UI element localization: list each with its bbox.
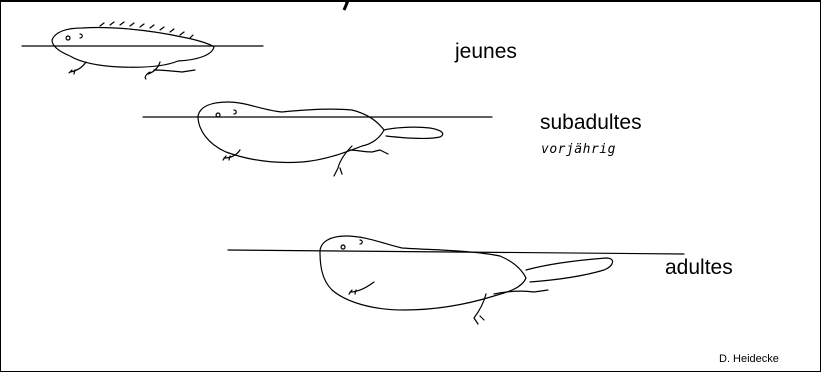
label-juvenile: jeunes — [455, 40, 517, 63]
subadult-front-leg — [222, 149, 241, 161]
juvenile-ear — [79, 33, 83, 39]
juvenile-fur-texture — [99, 21, 194, 39]
juvenile-hind-leg — [144, 61, 196, 80]
subadult-beaver-figure — [142, 101, 493, 177]
label-subadult: subadultes — [540, 111, 642, 134]
title-strip-cropped — [0, 0, 821, 17]
cropped-title-glyph — [342, 0, 350, 11]
juvenile-body — [51, 26, 215, 68]
adult-body — [319, 235, 527, 311]
adult-tail — [525, 257, 614, 283]
adult-hind-leg — [473, 289, 549, 325]
label-subadult-note: vorjährig — [541, 142, 616, 157]
adult-front-leg — [348, 281, 375, 295]
subadult-hind-leg — [333, 145, 389, 177]
subadult-body — [197, 101, 385, 164]
juvenile-eye — [65, 35, 71, 41]
adult-beaver-figure — [227, 235, 685, 325]
label-adult: adultes — [665, 256, 733, 279]
subadult-tail — [383, 126, 444, 140]
adult-ear — [359, 239, 363, 245]
adult-eye — [340, 244, 346, 250]
adult-waterline — [227, 249, 685, 255]
juvenile-front-leg — [68, 61, 87, 75]
subadult-ear — [233, 109, 237, 115]
author-credit: D. Heidecke — [719, 353, 779, 365]
subadult-eye — [215, 112, 221, 118]
juvenile-beaver-figure — [21, 21, 264, 80]
